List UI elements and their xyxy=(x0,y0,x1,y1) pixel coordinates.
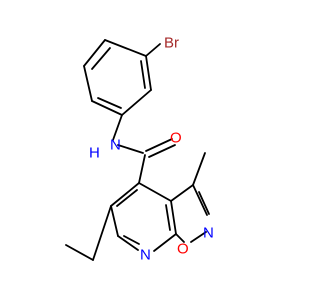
amide-nitrogen-label: N xyxy=(110,137,121,154)
bond-c-c4 xyxy=(138,154,146,184)
bond xyxy=(170,184,194,202)
molecule-canvas: Br N H O N O N xyxy=(65,34,214,264)
isoxazole-oxygen-label: O xyxy=(177,241,189,258)
bromophenyl-ring xyxy=(83,39,152,116)
bond xyxy=(97,97,122,109)
amide-hydrogen-label: H xyxy=(89,145,100,162)
bond xyxy=(170,200,177,235)
bond xyxy=(117,235,139,251)
bond-methyl-3 xyxy=(192,152,206,186)
bromine-label: Br xyxy=(164,35,179,52)
bond xyxy=(140,60,146,89)
bond-methyl-6 xyxy=(92,205,112,261)
bond xyxy=(190,231,207,243)
bond xyxy=(145,55,152,91)
isoxazole-nitrogen-label: N xyxy=(203,225,214,242)
bond xyxy=(91,100,123,116)
bond xyxy=(165,204,171,231)
bond xyxy=(83,39,106,67)
bond xyxy=(153,233,177,252)
bond xyxy=(123,235,140,245)
bond-c-o-double xyxy=(145,138,173,152)
bond-c-br xyxy=(145,43,161,57)
bond-methyl-6 xyxy=(65,244,94,261)
bond xyxy=(110,182,140,207)
bond xyxy=(110,205,119,237)
bond xyxy=(198,191,210,215)
pyridine-nitrogen-label: N xyxy=(140,247,151,264)
bond xyxy=(138,182,172,202)
bond-c-nh xyxy=(112,114,123,141)
structure-diagram: Br N H O N O N xyxy=(65,35,214,264)
pyridine-ring xyxy=(110,182,177,252)
bond xyxy=(83,65,93,102)
bond xyxy=(121,89,152,116)
bond xyxy=(192,184,208,216)
bond xyxy=(116,189,138,207)
carbonyl-oxygen-label: O xyxy=(170,130,182,147)
bond xyxy=(91,47,111,70)
bond-nh-c xyxy=(117,144,144,154)
bond-c-o-double xyxy=(148,144,176,158)
bond xyxy=(175,233,185,243)
bond xyxy=(104,39,147,57)
isoxazole-ring xyxy=(170,184,210,243)
